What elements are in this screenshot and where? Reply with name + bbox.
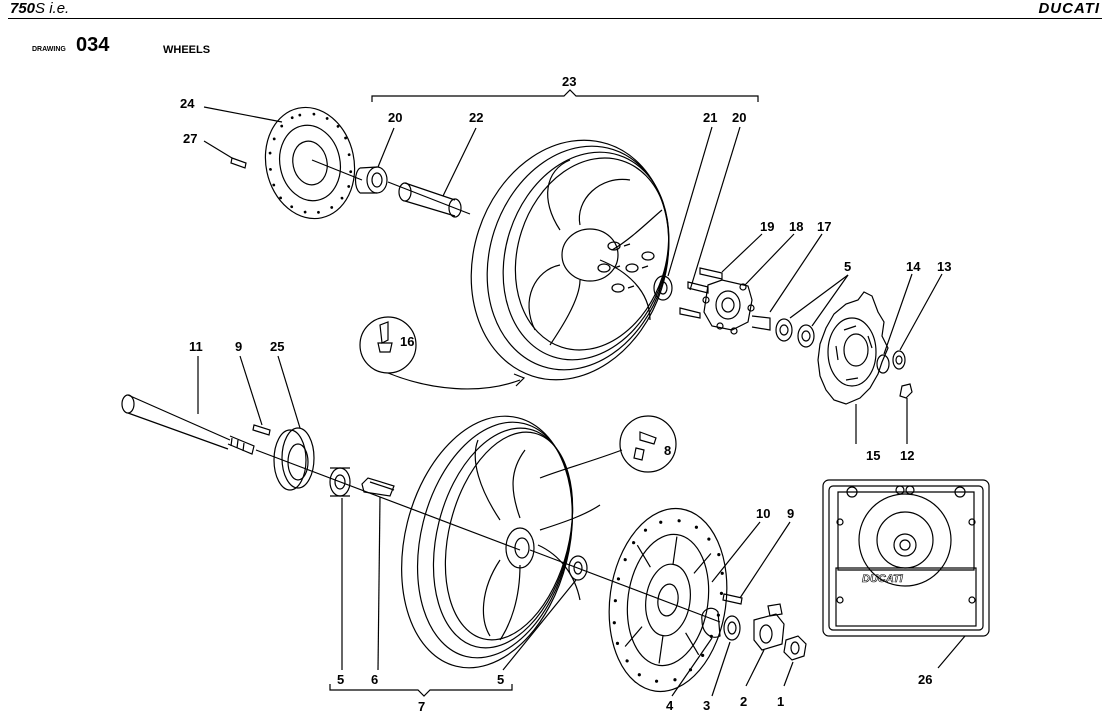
disc-bolt-10 bbox=[722, 593, 743, 605]
rear-brake-disc bbox=[264, 106, 356, 220]
front-brake-disc bbox=[608, 507, 728, 693]
front-axle bbox=[121, 394, 255, 455]
drawing-number: 034 bbox=[76, 34, 110, 56]
rear-sprocket bbox=[817, 291, 889, 405]
callout-24: 24 bbox=[180, 96, 195, 111]
callout-18: 18 bbox=[789, 219, 803, 234]
callout-1: 1 bbox=[777, 694, 784, 709]
bracket-23 bbox=[371, 89, 759, 102]
callout-7: 7 bbox=[418, 699, 425, 714]
front-valve-bubble bbox=[539, 415, 677, 479]
model-name: 750S i.e. bbox=[10, 0, 70, 17]
callout-26: 26 bbox=[918, 672, 932, 687]
rear-spacer bbox=[398, 182, 462, 218]
rear-bearing-right bbox=[653, 275, 673, 301]
callout-8: 8 bbox=[664, 443, 671, 458]
callout-23: 23 bbox=[562, 74, 576, 89]
sprocket-inset bbox=[822, 479, 990, 637]
callout-19: 19 bbox=[760, 219, 774, 234]
callout-13: 13 bbox=[937, 259, 951, 274]
callout-14: 14 bbox=[906, 259, 921, 274]
callout-15: 15 bbox=[866, 448, 880, 463]
inset-brand-logo: DUCATI bbox=[862, 573, 904, 585]
callout-9-left: 9 bbox=[235, 339, 242, 354]
front-spacer-4 bbox=[701, 607, 721, 638]
front-bearing-left bbox=[329, 467, 351, 497]
callout-21: 21 bbox=[703, 110, 717, 125]
callout-6: 6 bbox=[371, 672, 378, 687]
rear-wheel bbox=[470, 139, 670, 381]
valve-detail-bubble bbox=[359, 316, 526, 390]
callout-22: 22 bbox=[469, 110, 483, 125]
front-bearing-right bbox=[568, 555, 588, 581]
front-brake-adapter bbox=[273, 427, 315, 491]
callout-3: 3 bbox=[703, 698, 710, 713]
callout-27: 27 bbox=[183, 131, 197, 146]
axle-nut-1 bbox=[783, 635, 807, 661]
callout-5-rear: 5 bbox=[844, 259, 851, 274]
rear-bearing-left bbox=[354, 166, 388, 194]
bracket-7 bbox=[329, 684, 513, 697]
callout-16: 16 bbox=[400, 334, 414, 349]
front-spacer bbox=[361, 477, 395, 497]
front-washer-3 bbox=[723, 615, 741, 641]
front-bolt-9 bbox=[252, 424, 271, 436]
callout-17: 17 bbox=[817, 219, 831, 234]
callout-20-right: 20 bbox=[732, 110, 746, 125]
callout-5-front-left: 5 bbox=[337, 672, 344, 687]
brand-logo: DUCATI bbox=[1038, 0, 1100, 17]
callout-9-right: 9 bbox=[787, 506, 794, 521]
callout-11: 11 bbox=[189, 339, 203, 354]
callout-12: 12 bbox=[900, 448, 914, 463]
speedo-drive-2 bbox=[753, 603, 785, 651]
callout-5-front-right: 5 bbox=[497, 672, 504, 687]
drawing-label: DRAWING bbox=[32, 46, 66, 53]
callout-25: 25 bbox=[270, 339, 284, 354]
drawing-title: WHEELS bbox=[163, 44, 211, 56]
carrier-studs bbox=[679, 267, 723, 319]
callout-10: 10 bbox=[756, 506, 770, 521]
sprocket-washer-nut bbox=[876, 350, 913, 399]
header-divider bbox=[8, 18, 1102, 19]
disc-bolt-27 bbox=[230, 157, 247, 169]
callout-20-left: 20 bbox=[388, 110, 402, 125]
front-wheel bbox=[401, 415, 601, 669]
callout-2: 2 bbox=[740, 694, 747, 709]
sprocket-carrier bbox=[702, 279, 755, 335]
callout-4: 4 bbox=[666, 698, 674, 713]
carrier-spacer-bearings bbox=[751, 315, 815, 348]
